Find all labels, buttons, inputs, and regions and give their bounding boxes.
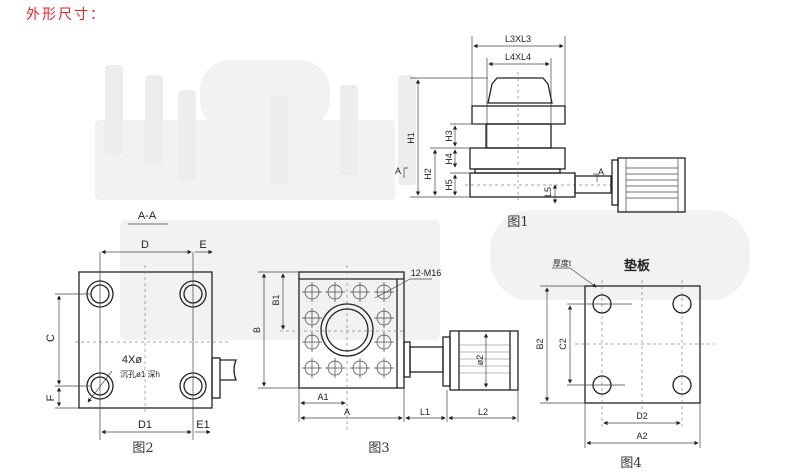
m16-hole-icon xyxy=(374,282,394,302)
figure-4-shim-plate: 垫板 厚度t B2 C2 D2 A2 图4 xyxy=(535,258,715,471)
figure-3-caption: 图3 xyxy=(368,441,389,456)
figure-1-caption: 图1 xyxy=(507,215,528,230)
m16-hole-icon xyxy=(374,332,394,352)
dim-b: B xyxy=(252,327,262,333)
counterbore-note: 沉孔ø1 深h xyxy=(120,370,160,379)
dim-phi2: ø2 xyxy=(475,355,485,366)
figure-2-caption: 图2 xyxy=(132,441,153,456)
m16-hole-icon xyxy=(302,332,322,352)
m16-hole-icon xyxy=(302,308,322,328)
dim-h2: H2 xyxy=(423,168,433,180)
dim-h4: H4 xyxy=(444,153,454,165)
m16-hole-icon xyxy=(302,358,322,378)
dim-a2: A2 xyxy=(636,431,647,441)
dim-b2: B2 xyxy=(535,338,545,349)
m16-hole-icon xyxy=(350,282,370,302)
m16-hole-icon xyxy=(302,282,322,302)
section-title: 外形尺寸： xyxy=(26,7,106,23)
dim-e: E xyxy=(199,239,206,251)
figure-4-caption: 图4 xyxy=(620,456,641,471)
dim-l1: L1 xyxy=(420,407,430,417)
shim-plate-heading: 垫板 xyxy=(624,258,651,274)
hole-count-note: 4Xø xyxy=(122,354,142,366)
dim-b1: B1 xyxy=(271,294,281,305)
dim-h3: H3 xyxy=(444,130,454,142)
dim-f: F xyxy=(45,394,57,401)
dim-l2: L2 xyxy=(478,407,488,417)
dim-l5: L5 xyxy=(543,187,553,197)
m16-hole-icon xyxy=(374,308,394,328)
dim-e1: E1 xyxy=(196,419,209,431)
section-label: A-A xyxy=(138,210,157,222)
thread-note: 12-M16 xyxy=(411,268,442,278)
section-mark-left: A xyxy=(395,166,401,176)
m16-hole-icon xyxy=(374,358,394,378)
dim-d2: D2 xyxy=(636,411,648,421)
dim-a: A xyxy=(344,407,350,417)
m16-hole-icon xyxy=(325,358,345,378)
dim-l3: L3XL3 xyxy=(505,34,531,44)
dim-c: C xyxy=(45,334,57,342)
m16-hole-icon xyxy=(325,282,345,302)
figure-1-side-view: L3XL3 L4XL4 H1 H2 H3 H4 H5 L5 A xyxy=(395,34,686,230)
section-mark-right: A xyxy=(598,167,604,177)
background-product-image xyxy=(95,60,750,340)
dim-d1: D1 xyxy=(138,419,152,431)
m16-threaded-holes xyxy=(302,282,394,378)
figure-2-section-view: A-A D E C F 4Xø 沉孔ø1 深h D1 E1 图2 xyxy=(45,210,237,456)
m16-hole-icon xyxy=(350,358,370,378)
dim-d: D xyxy=(141,239,149,251)
dim-h5: H5 xyxy=(444,179,454,191)
figure-3-top-view: 12-M16 ø2 B B1 A1 A L1 L2 图3 xyxy=(252,265,519,456)
thickness-note: 厚度t xyxy=(553,258,572,268)
dim-l4: L4XL4 xyxy=(505,52,531,62)
dim-a1: A1 xyxy=(317,392,328,402)
dim-h1: H1 xyxy=(406,132,416,144)
dim-c2: C2 xyxy=(558,338,568,350)
